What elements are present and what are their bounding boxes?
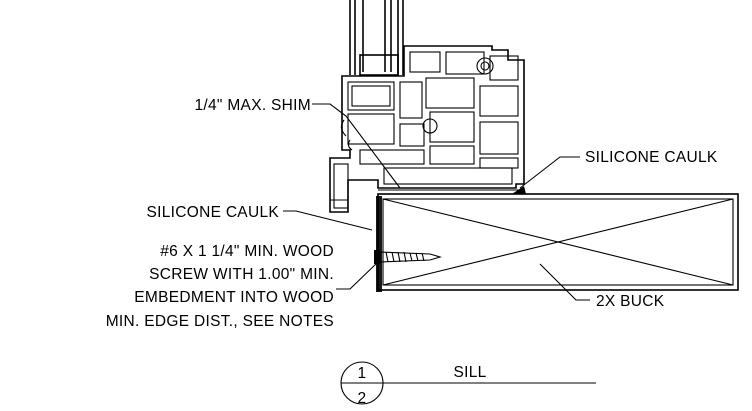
screw-label-line2: SCREW WITH 1.00" MIN. bbox=[149, 266, 334, 283]
window-frame-profile bbox=[329, 45, 525, 213]
buck-label: 2X BUCK bbox=[596, 293, 665, 310]
caulk-bead-right bbox=[512, 186, 526, 194]
section-number-top: 1 bbox=[358, 365, 367, 382]
caulk-left-label: SILICONE CAULK bbox=[146, 204, 279, 221]
screw-label-line1: #6 X 1 1/4" MIN. WOOD bbox=[160, 243, 334, 260]
caulk-bead-left bbox=[376, 196, 382, 292]
screw-label-line4: MIN. EDGE DIST., SEE NOTES bbox=[106, 313, 334, 330]
section-marker: 1 2 SILL bbox=[340, 361, 596, 407]
screw-label-line3: EMBEDMENT INTO WOOD bbox=[134, 289, 334, 306]
shim-label: 1/4" MAX. SHIM bbox=[194, 97, 311, 114]
leader-lines bbox=[283, 103, 590, 301]
section-title: SILL bbox=[453, 364, 486, 381]
section-number-bottom: 2 bbox=[358, 390, 367, 407]
glazing-lines bbox=[349, 0, 404, 76]
wood-buck bbox=[377, 193, 739, 291]
caulk-right-label: SILICONE CAULK bbox=[585, 149, 718, 166]
wood-screw bbox=[374, 250, 442, 264]
